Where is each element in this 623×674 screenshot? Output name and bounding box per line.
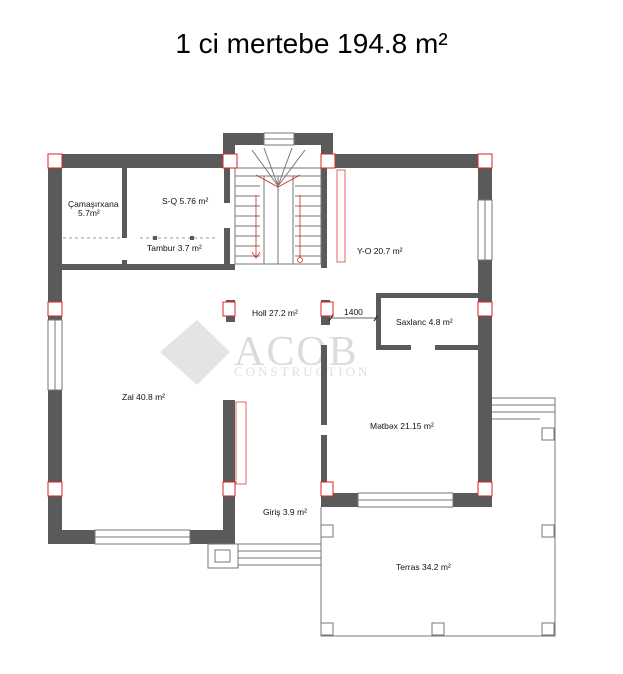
- plan-title: 1 ci mertebe 194.8 m²: [175, 28, 448, 59]
- watermark-name: ACOB: [234, 329, 359, 375]
- staircase: [234, 147, 322, 265]
- label-yo: Y-O 20.7 m²: [357, 246, 403, 256]
- label-zal: Zal 40.8 m²: [122, 392, 165, 402]
- door-marks: [63, 236, 215, 240]
- room-labels: Çamaşırxana 5.7m² S-Q 5.76 m² Tambur 3.7…: [68, 196, 453, 572]
- label-sq: S-Q 5.76 m²: [162, 196, 208, 206]
- watermark-logo-icon: [160, 320, 230, 385]
- label-terras: Terras 34.2 m²: [396, 562, 451, 572]
- entrance-rail: [235, 401, 247, 485]
- entrance-steps: [207, 543, 321, 569]
- label-metbex: Mətbəx 21.15 m²: [370, 421, 434, 431]
- label-holl: Holl 27.2 m²: [252, 308, 298, 318]
- label-giris: Giriş 3.9 m²: [263, 507, 307, 517]
- label-dimension: 1400: [344, 307, 363, 317]
- yo-rail: [336, 169, 346, 263]
- label-camasirxana-area: 5.7m²: [78, 208, 100, 218]
- terrace: [320, 397, 556, 637]
- dimension-line: [328, 314, 379, 322]
- label-camasirxana: Çamaşırxana: [68, 199, 119, 209]
- label-tambur: Tambur 3.7 m²: [147, 243, 202, 253]
- label-saxlanc: Saxlanc 4.8 m²: [396, 317, 453, 327]
- windows: [47, 132, 493, 545]
- watermark-sub: CONSTRUCTION: [234, 364, 370, 379]
- columns: [47, 153, 493, 497]
- watermark: ACOB CONSTRUCTION: [160, 320, 370, 385]
